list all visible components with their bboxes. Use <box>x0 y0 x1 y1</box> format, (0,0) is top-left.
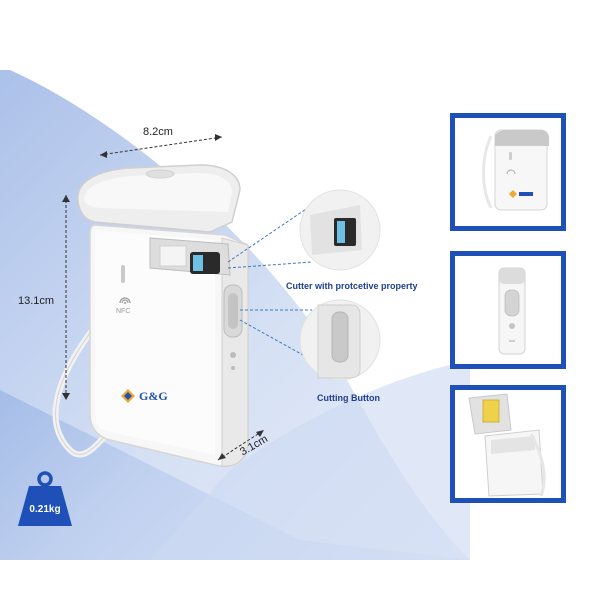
cutter-callout-label: Cutter with protcetive property <box>286 281 418 291</box>
printer-open-image <box>468 393 546 497</box>
width-dimension-label: 8.2cm <box>143 126 173 138</box>
printer-side-image <box>498 267 526 355</box>
thumbnail-open-view[interactable] <box>450 385 566 503</box>
height-dimension-label: 13.1cm <box>18 295 55 307</box>
weight-label: 0.21kg <box>29 504 61 515</box>
weight-icon <box>18 471 72 526</box>
gg-logo-icon <box>121 389 135 403</box>
printer-front-image <box>482 129 549 211</box>
brand-logo-text: G&G <box>139 389 168 403</box>
nfc-label: NFC <box>116 308 131 315</box>
nfc-icon <box>119 297 131 304</box>
thumbnail-side-view[interactable] <box>450 251 566 369</box>
cutting-button-callout-label: Cutting Button <box>317 393 380 403</box>
thumbnail-front-view[interactable] <box>450 113 566 231</box>
